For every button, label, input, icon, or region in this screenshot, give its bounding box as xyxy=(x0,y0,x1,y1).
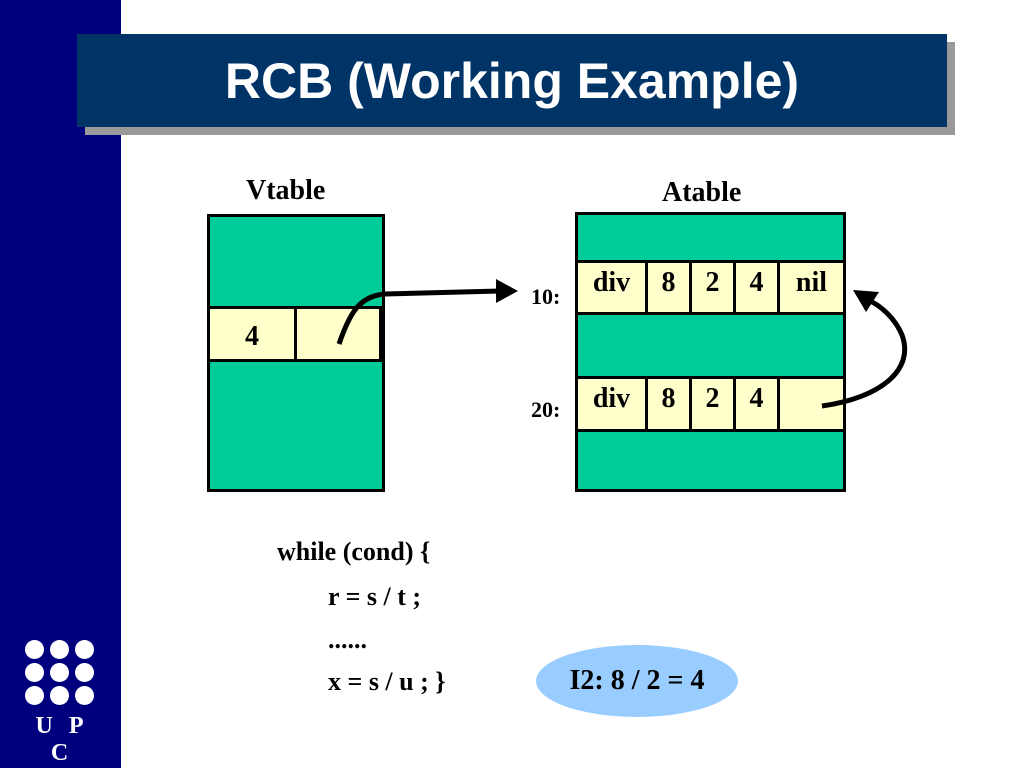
atable-cell: 8 xyxy=(645,260,692,315)
code-line: ...... xyxy=(328,625,367,654)
arrowhead-up xyxy=(853,290,879,312)
vtable-row: 4 xyxy=(207,306,382,362)
atable-label: Atable xyxy=(662,177,742,208)
atable-link-arrow xyxy=(821,297,908,409)
atable-cell: 2 xyxy=(689,260,736,315)
vtable-cell-value: 4 xyxy=(207,306,297,362)
result-callout: I2: 8 / 2 = 4 xyxy=(536,645,738,717)
atable-address-10: 10: xyxy=(531,284,561,309)
atable-address-20: 20: xyxy=(531,397,561,422)
upc-logo-dots xyxy=(25,640,97,705)
code-line: r = s / t ; xyxy=(328,582,422,611)
arrowhead-right xyxy=(496,279,518,303)
atable-row-10: div 8 2 4 nil xyxy=(575,260,846,315)
atable xyxy=(575,212,846,492)
atable-cell: 4 xyxy=(733,260,780,315)
atable-cell: div xyxy=(575,376,648,432)
atable-cell: nil xyxy=(777,260,846,315)
slide-title: RCB (Working Example) xyxy=(77,34,947,127)
code-line: while (cond) { xyxy=(277,537,431,566)
vtable-cell-pointer xyxy=(294,306,382,362)
vtable-label: Vtable xyxy=(246,175,326,206)
upc-logo-text: U P C xyxy=(35,713,89,766)
code-line: x = s / u ; } xyxy=(328,667,446,696)
atable-cell: 4 xyxy=(733,376,780,432)
vtable-to-atable-arrow xyxy=(336,288,501,345)
